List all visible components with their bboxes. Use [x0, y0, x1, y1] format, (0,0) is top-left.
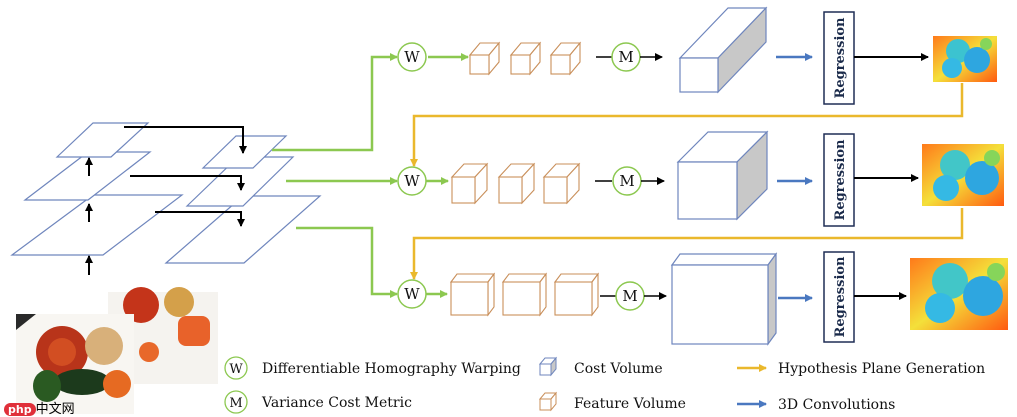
feature-volume-1a: [468, 41, 501, 76]
cost-volume-1: [678, 6, 768, 94]
depth-map-1: [933, 36, 997, 82]
regression-label-1: Regression: [833, 17, 848, 99]
feature-volume-2c: [542, 162, 581, 205]
legend-feature-volume-label: Feature Volume: [574, 396, 686, 412]
feature-volume-2a: [450, 162, 489, 205]
feature-volume-3c: [553, 272, 600, 317]
pyramid-plane-small-left: [55, 122, 150, 158]
cost-volume-3: [670, 252, 778, 346]
legend-warping-label: Differentiable Homography Warping: [262, 361, 521, 377]
legend: W Differentiable Homography Warping M Va…: [224, 356, 985, 414]
input-images: [16, 287, 218, 414]
feature-volume-3a: [449, 272, 496, 317]
warp-operator-label-2: W: [404, 172, 420, 190]
feature-volume-2b: [497, 162, 536, 205]
cost-volume-2: [676, 130, 769, 221]
depth-map-2: [922, 144, 1004, 206]
pyramid-left: [10, 122, 184, 275]
pyramid-right: [124, 126, 322, 264]
feature-volume-1c: [549, 41, 582, 76]
warp-operator-1: [397, 42, 427, 72]
stage-row-3: W M Regression: [397, 251, 1008, 346]
legend-warp-symbol-label: W: [229, 362, 243, 377]
legend-metric-symbol-label: M: [229, 396, 242, 411]
stage-row-2: W M Regression: [397, 130, 1004, 227]
legend-hypothesis-label: Hypothesis Plane Generation: [778, 361, 985, 377]
legend-cost-volume-icon: [538, 356, 558, 377]
stage-row-1: W M Regression: [397, 6, 997, 105]
watermark-badge: php: [4, 403, 36, 416]
depth-map-3: [910, 258, 1008, 330]
warp-operator-label-1: W: [404, 48, 420, 66]
metric-operator-label-2: M: [619, 172, 634, 190]
metric-operator-label-1: M: [618, 48, 633, 66]
legend-warp-symbol: [224, 356, 248, 380]
regression-box-1: [823, 11, 855, 105]
pyramid-plane-mid-left: [23, 151, 152, 201]
legend-cost-volume-label: Cost Volume: [574, 361, 663, 377]
warp-operator-label-3: W: [404, 285, 420, 303]
yellow-paths: [410, 83, 964, 280]
regression-label-2: Regression: [833, 139, 848, 221]
watermark-text: 中文网: [35, 402, 75, 417]
legend-metric-symbol: [224, 390, 248, 414]
pyramid-plane-large-left: [10, 194, 184, 256]
regression-box-2: [823, 133, 855, 227]
metric-operator-label-3: M: [622, 287, 637, 305]
feature-volume-1b: [509, 41, 542, 76]
feature-volume-3b: [501, 272, 548, 317]
pyramid-plane-large-right: [164, 195, 322, 264]
regression-label-3: Regression: [833, 256, 848, 338]
green-paths: [272, 53, 469, 298]
legend-metric-label: Variance Cost Metric: [261, 395, 412, 411]
regression-box-3: [823, 251, 855, 343]
legend-conv3d-label: 3D Convolutions: [778, 397, 895, 413]
legend-feature-volume-icon: [538, 391, 558, 412]
